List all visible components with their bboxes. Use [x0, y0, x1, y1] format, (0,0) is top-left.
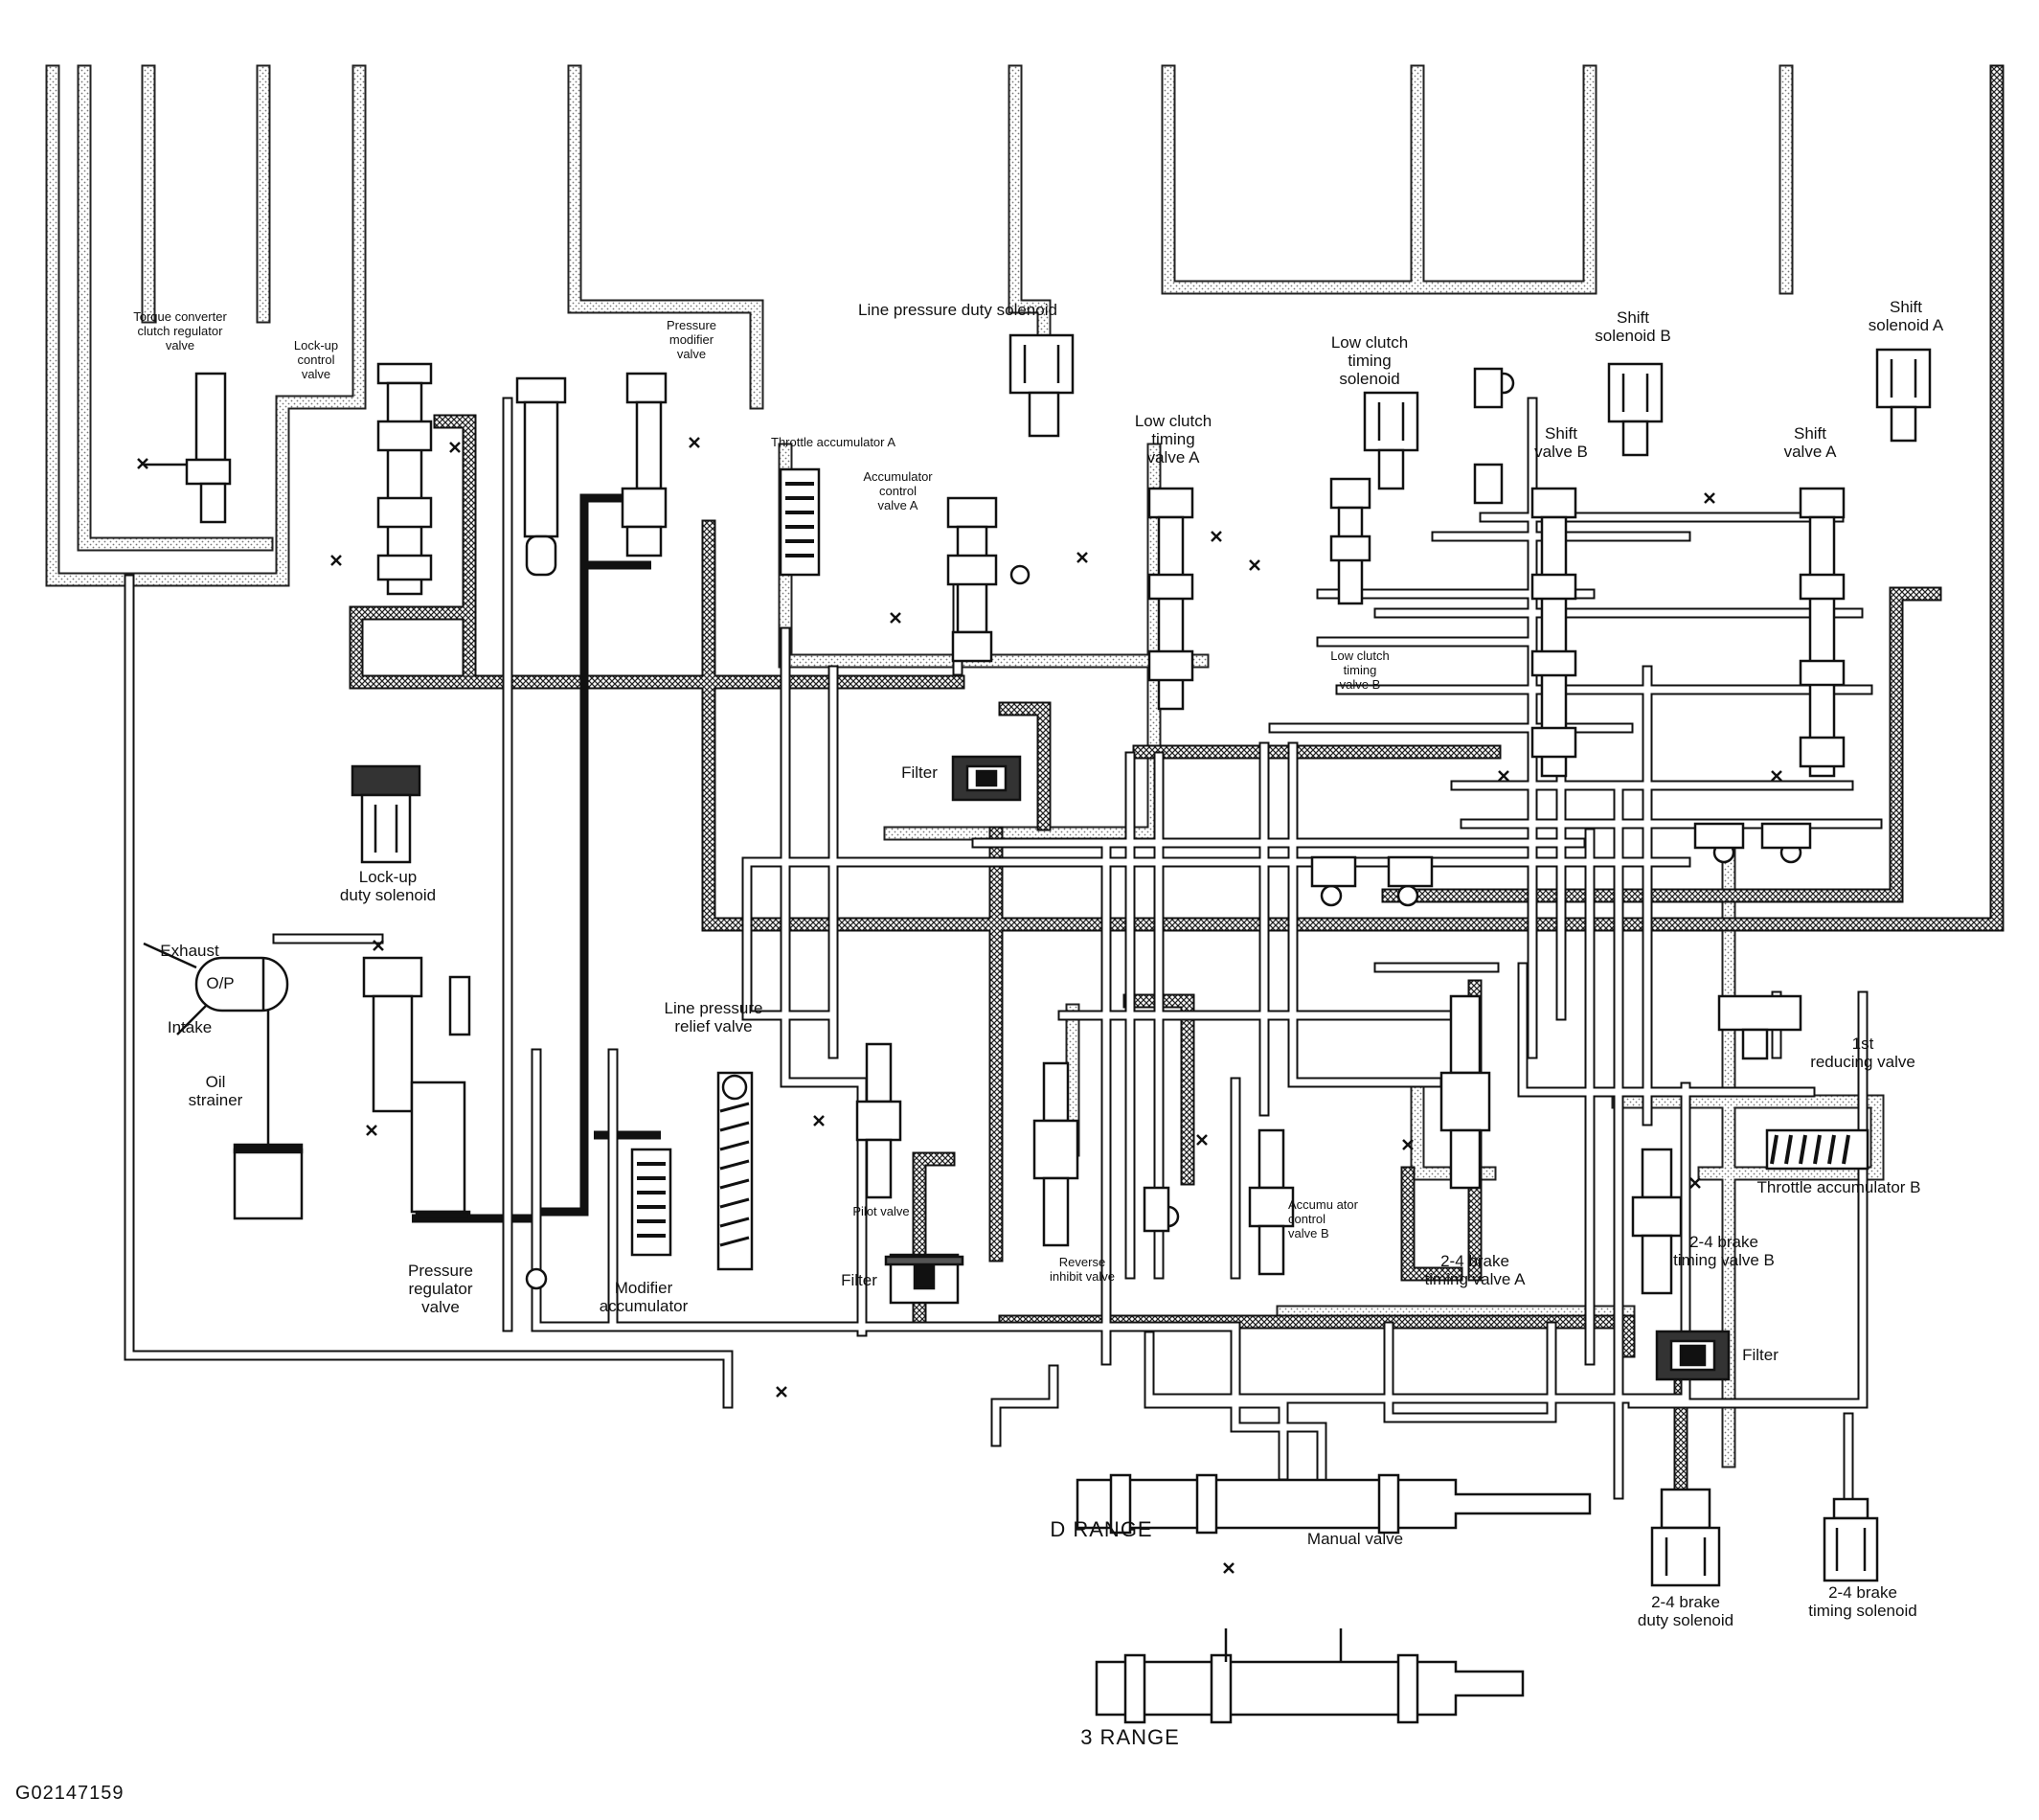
brake-duty-solenoid — [1650, 1488, 1721, 1587]
components — [143, 333, 1932, 1724]
shift-valve-b — [1530, 487, 1577, 778]
filter-1-label: Filter — [901, 763, 938, 782]
shift-solenoid-b — [1607, 362, 1664, 457]
lockup-duty-solenoid-label: Lock-up duty solenoid — [339, 868, 437, 904]
filter-2-label: Filter — [841, 1271, 877, 1289]
manual-valve-label: Manual valve — [1306, 1530, 1404, 1548]
brake-timing-valve-b-label: 2-4 brake timing valve B — [1673, 1233, 1775, 1269]
brake-duty-solenoid-label: 2-4 brake duty solenoid — [1637, 1593, 1734, 1629]
shift-valve-a — [1799, 487, 1846, 778]
low-clutch-timing-solenoid-label: Low clutch timing solenoid — [1330, 333, 1409, 388]
pressure-modifier-valve — [621, 372, 668, 557]
brake-timing-valve-a — [1439, 994, 1491, 1190]
accumulator-control-a-label: Accumulator control valve A — [863, 469, 933, 512]
brake-timing-solenoid — [1823, 1497, 1879, 1582]
throttle-accumulator-b-label: Throttle accumulator B — [1756, 1178, 1921, 1196]
filter-1 — [951, 755, 1022, 802]
pilot-valve — [855, 1042, 902, 1199]
reverse-inhibit-label: Reverse inhibit valve — [1050, 1255, 1115, 1284]
low-clutch-timing-valve-a-label: Low clutch timing valve A — [1134, 412, 1212, 466]
pressure-modifier-label: Pressure modifier valve — [666, 318, 717, 361]
reverse-inhibit-valve — [1032, 1061, 1079, 1247]
oil-pump — [143, 942, 289, 1035]
manual-valve-d-range — [1076, 1473, 1592, 1535]
lockup-control-label: Lock-up control valve — [293, 338, 339, 381]
modifier-accumulator — [630, 1148, 672, 1257]
brake-timing-valve-b — [1631, 1148, 1683, 1295]
lockup-duty-solenoid — [351, 764, 421, 864]
filter-3-label: Filter — [1742, 1346, 1778, 1364]
low-clutch-timing-valve-b — [1329, 477, 1371, 605]
shift-valve-b-label: Shift valve B — [1534, 424, 1588, 461]
filter-2 — [884, 1253, 964, 1305]
shift-solenoid-a — [1875, 348, 1932, 443]
middle-valve — [515, 376, 567, 577]
pilot-valve-label: Pilot valve — [852, 1204, 910, 1218]
torque-converter-label: Torque converter clutch regulator valve — [133, 309, 227, 353]
shift-valve-a-label: Shift valve A — [1783, 424, 1837, 461]
pressure-regulator-label: Pressure regulator valve — [407, 1262, 474, 1316]
first-reducing-valve — [1717, 994, 1802, 1060]
exhaust-label: Exhaust — [160, 942, 219, 960]
low-clutch-timing-valve-a — [1147, 487, 1194, 711]
brake-timing-solenoid-label: 2-4 brake timing solenoid — [1808, 1583, 1917, 1620]
low-clutch-timing-valve-b-label: Low clutch timing valve B — [1330, 648, 1390, 692]
oil-strainer-label: Oil strainer — [188, 1073, 243, 1109]
line-pressure-relief-valve — [716, 1071, 754, 1271]
shift-solenoid-b-label: Shift solenoid B — [1595, 308, 1671, 345]
chamber-boxes — [1143, 367, 1812, 1233]
exhaust-marks — [137, 437, 1782, 1574]
accumulator-control-b-label: Accumu ator control valve B — [1288, 1197, 1358, 1240]
first-reducing-label: 1st reducing valve — [1810, 1035, 1915, 1071]
filter-3 — [1655, 1330, 1731, 1381]
intake-label: Intake — [167, 1018, 213, 1036]
line-pressure-relief-label: Line pressure relief valve — [664, 999, 763, 1035]
manual-valve-3-range — [1095, 1628, 1525, 1724]
throttle-accumulator-b — [1765, 1128, 1869, 1171]
line-pressure-duty-solenoid — [1008, 333, 1075, 438]
oil-strainer — [233, 1011, 304, 1220]
throttle-accumulator-a — [779, 467, 821, 577]
shift-solenoid-a-label: Shift solenoid A — [1868, 298, 1944, 334]
line-pressure-duty-solenoid-label: Line pressure duty solenoid — [858, 301, 1057, 319]
torque-converter-valve — [144, 372, 232, 524]
check-balls — [525, 372, 1802, 1290]
low-clutch-timing-solenoid — [1363, 391, 1419, 490]
accumulator-control-valve-b — [1248, 1128, 1295, 1276]
d-range-label: D RANGE — [1050, 1517, 1153, 1541]
pressure-regulator-valve — [362, 956, 471, 1221]
brake-timing-valve-a-label: 2-4 brake timing valve A — [1424, 1252, 1526, 1288]
accumulator-control-valve-a — [946, 496, 998, 663]
three-range-label: 3 RANGE — [1080, 1725, 1180, 1749]
hatched-passages — [349, 64, 2005, 1492]
throttle-accumulator-a-label: Throttle accumulator A — [771, 435, 896, 449]
figure-id: G02147159 — [15, 1783, 125, 1804]
op-label: O/P — [206, 974, 235, 992]
modifier-accumulator-label: Modifier accumulator — [599, 1279, 689, 1315]
lockup-control-valve — [376, 362, 433, 596]
